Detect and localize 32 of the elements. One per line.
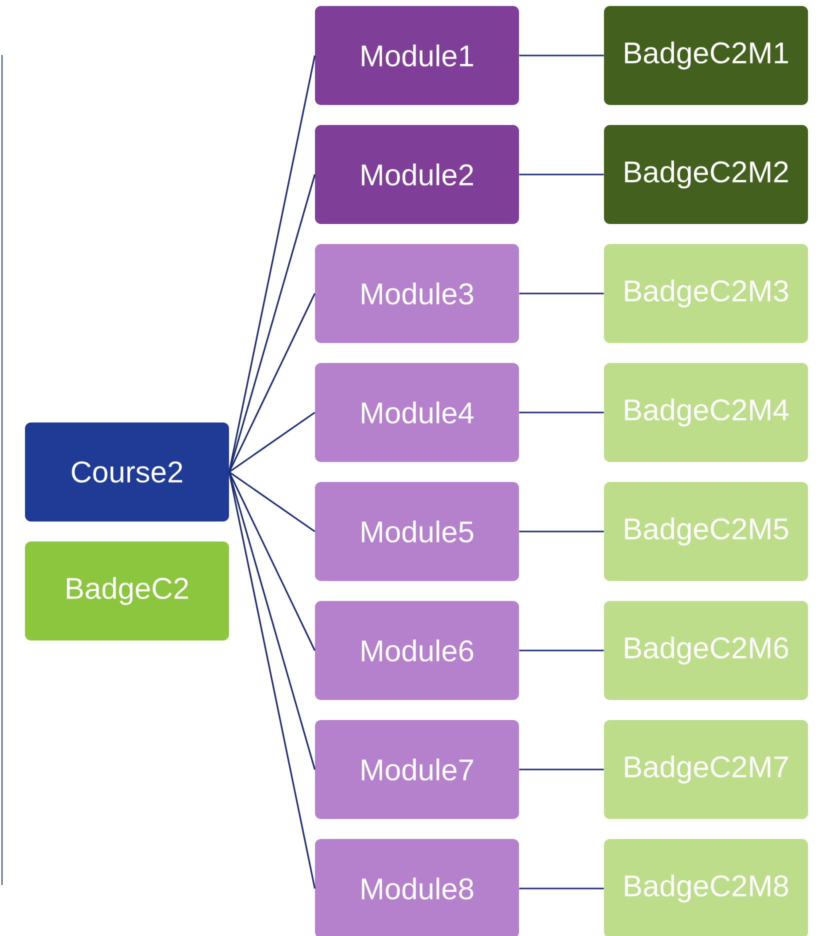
module-box: Module5 — [315, 482, 519, 581]
module-box: Module7 — [315, 720, 519, 819]
module-box: Module6 — [315, 601, 519, 700]
badge-box: BadgeC2M5 — [604, 482, 808, 581]
connector-line — [228, 472, 316, 651]
connector-line — [519, 292, 604, 294]
badge-box: BadgeC2M2 — [604, 125, 808, 224]
connector-line — [519, 888, 604, 890]
course-box: Course2 — [25, 422, 229, 522]
badge-box: BadgeC2M1 — [604, 6, 808, 105]
connector-line — [228, 471, 316, 532]
module-box: Module1 — [315, 6, 519, 105]
badge-box: BadgeC2 — [25, 542, 229, 640]
connector-line — [519, 54, 604, 56]
module-box: Module3 — [315, 244, 519, 343]
connector-line — [519, 412, 604, 414]
connector-line — [228, 55, 316, 472]
connector-line — [228, 293, 316, 472]
module-box: Module2 — [315, 125, 519, 224]
connector-line — [519, 768, 604, 770]
badge-box: BadgeC2M4 — [604, 363, 808, 462]
badge-box: BadgeC2M7 — [604, 720, 808, 819]
connector-line — [519, 650, 604, 652]
badge-box: BadgeC2M6 — [604, 601, 808, 700]
connector-line — [228, 472, 316, 889]
module-box: Module8 — [315, 839, 519, 936]
module-box: Module4 — [315, 363, 519, 462]
connector-line — [519, 530, 604, 532]
badge-box: BadgeC2M8 — [604, 839, 808, 936]
badge-box: BadgeC2M3 — [604, 244, 808, 343]
connector-line — [519, 174, 604, 176]
connector-line — [228, 412, 316, 473]
